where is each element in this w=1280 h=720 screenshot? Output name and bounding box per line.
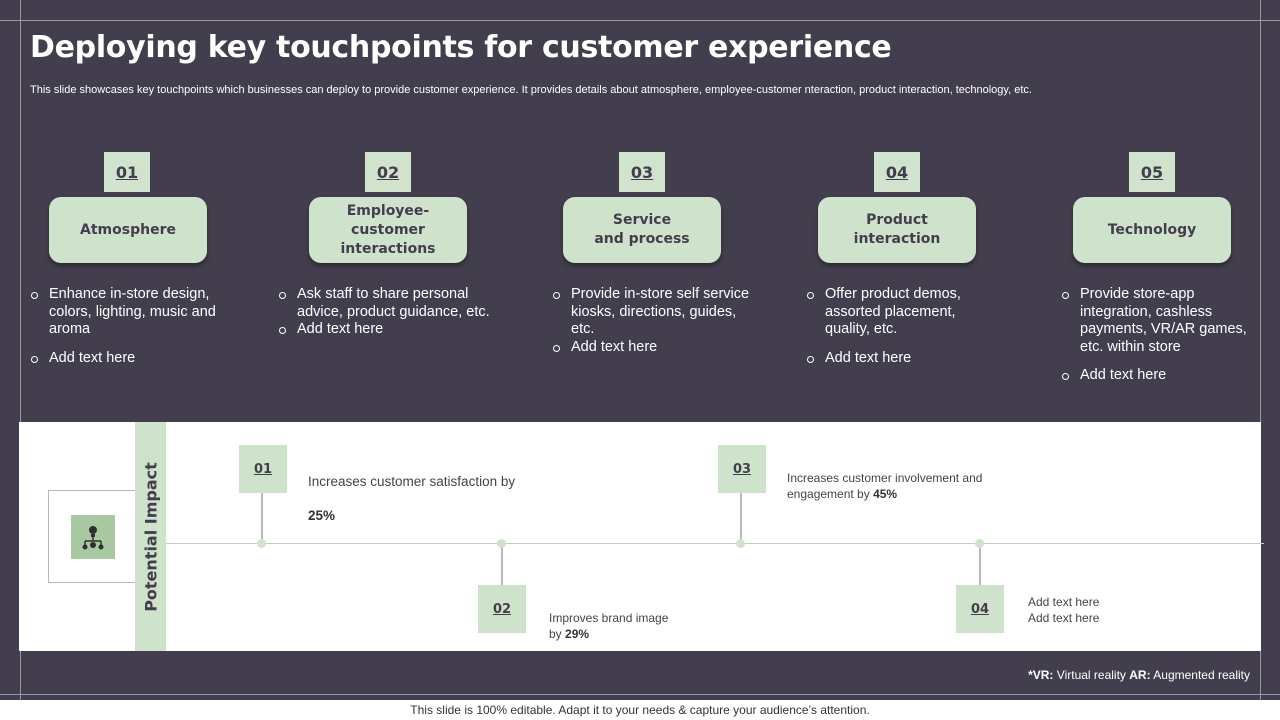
impact-highlight: 45% (873, 487, 898, 501)
timeline-stem (501, 543, 503, 585)
frame-line-right (1260, 0, 1261, 720)
impact-number-text: 03 (732, 461, 752, 477)
impact-text-02: Improves brand image by 29% (549, 594, 709, 642)
bullet-item: Add text here (279, 321, 509, 339)
bullet-item: Add text here (31, 350, 241, 368)
impact-label-band (135, 422, 166, 651)
timeline-dot (736, 539, 745, 548)
impact-number-04: 04 (956, 585, 1004, 633)
bullet-item: Add text here (807, 350, 987, 368)
impact-number-01: 01 (239, 445, 287, 493)
impact-number-text: 01 (253, 461, 273, 477)
impact-highlight: 25% (308, 508, 336, 523)
bullet-item: Ask staff to share personal advice, prod… (279, 286, 509, 321)
timeline-dot (975, 539, 984, 548)
impact-highlight: 29% (565, 627, 590, 641)
touchpoint-bullets-04: Offer product demos, assorted placement,… (807, 286, 987, 378)
touchpoint-number-01: 01 (104, 152, 150, 192)
touchpoint-number-text: 05 (1140, 162, 1164, 182)
touchpoint-number-text: 03 (630, 162, 654, 182)
footnote-vr-value: Virtual reality (1056, 668, 1126, 682)
impact-timeline (166, 543, 1264, 544)
touchpoint-card-employee-customer-interactions: Employee- customer interactions (309, 197, 467, 263)
frame-line-top (0, 20, 1280, 21)
timeline-stem (740, 493, 742, 543)
impact-number-text: 04 (970, 601, 990, 617)
timeline-dot (257, 539, 266, 548)
touchpoint-number-text: 01 (115, 162, 139, 182)
slide-subtitle: This slide showcases key touchpoints whi… (30, 84, 1032, 96)
touchpoint-number-05: 05 (1129, 152, 1175, 192)
touchpoint-bullets-05: Provide store-app integration, cashless … (1062, 286, 1256, 396)
impact-text-04: Add text here Add text here (1028, 595, 1100, 625)
touchpoint-card-technology: Technology (1073, 197, 1231, 263)
bullet-item: Enhance in-store design, colors, lightin… (31, 286, 241, 339)
footnote: *VR: Virtual reality AR: Augmented reali… (1028, 668, 1250, 682)
impact-label: Potential Impact (141, 462, 161, 612)
impact-text-body: Increases customer satisfaction by (308, 474, 516, 489)
bottom-note: This slide is 100% editable. Adapt it to… (0, 700, 1280, 720)
timeline-stem (261, 493, 263, 543)
touchpoint-number-text: 04 (885, 162, 909, 182)
touchpoint-number-04: 04 (874, 152, 920, 192)
touchpoint-number-03: 03 (619, 152, 665, 192)
touchpoint-card-atmosphere: Atmosphere (49, 197, 207, 263)
frame-line-bottom (0, 694, 1280, 695)
touchpoint-card-product-interaction: Product interaction (818, 197, 976, 263)
touchpoint-bullets-02: Ask staff to share personal advice, prod… (279, 286, 509, 350)
bullet-item: Provide in-store self service kiosks, di… (553, 286, 758, 339)
impact-text-body: Improves brand image by (549, 611, 669, 641)
footnote-vr-key: *VR: (1028, 668, 1054, 682)
touchpoint-bullets-01: Enhance in-store design, colors, lightin… (31, 286, 241, 378)
timeline-stem (979, 543, 981, 585)
bullet-item: Add text here (1062, 367, 1256, 385)
lightbulb-network-icon (71, 515, 115, 559)
impact-text-03: Increases customer involvement and engag… (787, 454, 1027, 502)
impact-text-01: Increases customer satisfaction by 25% (308, 456, 548, 524)
impact-number-text: 02 (492, 601, 512, 617)
touchpoint-bullets-03: Provide in-store self service kiosks, di… (553, 286, 758, 367)
impact-number-02: 02 (478, 585, 526, 633)
footnote-ar-value: Augmented reality (1153, 668, 1250, 682)
touchpoint-number-text: 02 (376, 162, 400, 182)
touchpoint-number-02: 02 (365, 152, 411, 192)
impact-panel (19, 422, 1261, 651)
impact-text-body: Increases customer involvement and engag… (787, 471, 983, 501)
touchpoint-card-service-and-process: Service and process (563, 197, 721, 263)
frame-line-left (20, 0, 21, 720)
bullet-item: Offer product demos, assorted placement,… (807, 286, 987, 339)
slide-title: Deploying key touchpoints for customer e… (30, 30, 892, 65)
bullet-item: Add text here (553, 339, 758, 357)
timeline-dot (497, 539, 506, 548)
bullet-item: Provide store-app integration, cashless … (1062, 286, 1256, 356)
footnote-ar-key: AR: (1129, 668, 1151, 682)
impact-number-03: 03 (718, 445, 766, 493)
